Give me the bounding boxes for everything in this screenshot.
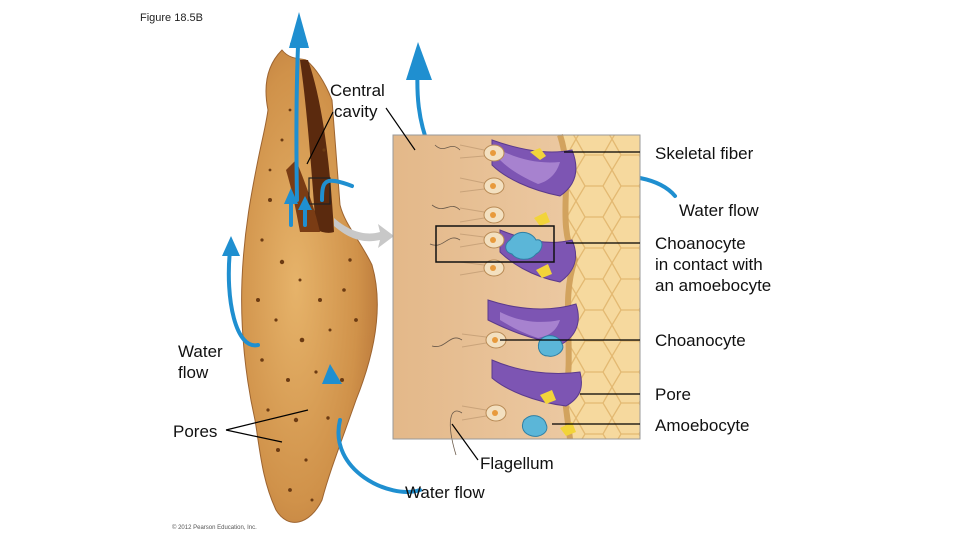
label-central-cavity-line1: Central	[330, 81, 385, 100]
label-amoebocyte: Amoebocyte	[655, 416, 750, 435]
label-pores: Pores	[173, 422, 218, 441]
label-water-flow-right: Water flow	[679, 201, 759, 220]
label-choanocyte-amoebocyte-line1: Choanocyte	[655, 234, 746, 253]
label-choanocyte-amoebocyte-line3: an amoebocyte	[655, 276, 772, 295]
tissue-closeup	[392, 134, 641, 456]
label-water-flow-bottom: Water flow	[405, 483, 485, 502]
label-pore: Pore	[655, 385, 691, 404]
water-flow-arrow-left	[226, 248, 260, 348]
zoom-box	[308, 177, 331, 205]
label-choanocyte-amoebocyte-line2: in contact with	[655, 255, 763, 274]
callout-arrow	[334, 218, 394, 248]
label-choanocyte: Choanocyte	[655, 331, 746, 350]
water-flow-arrow-bottom	[336, 418, 422, 494]
label-water-flow-left-line1: Water	[178, 342, 223, 361]
label-water-flow-left-line2: flow	[178, 363, 209, 382]
label-central-cavity: Central cavity	[330, 80, 385, 122]
label-central-cavity-line2: cavity	[334, 102, 378, 121]
label-choanocyte-amoebocyte: Choanocyte in contact with an amoebocyte	[655, 233, 771, 296]
copyright-notice: © 2012 Pearson Education, Inc.	[172, 525, 257, 531]
label-water-flow-left: Water flow	[178, 341, 223, 383]
label-flagellum: Flagellum	[480, 454, 554, 473]
figure-label: Figure 18.5B	[140, 12, 203, 24]
water-flow-arrow-cavity-2	[320, 178, 354, 202]
sponge-body	[241, 49, 378, 523]
highlight-box	[435, 225, 555, 263]
label-skeletal-fiber: Skeletal fiber	[655, 144, 754, 163]
leader-lines	[225, 107, 640, 461]
